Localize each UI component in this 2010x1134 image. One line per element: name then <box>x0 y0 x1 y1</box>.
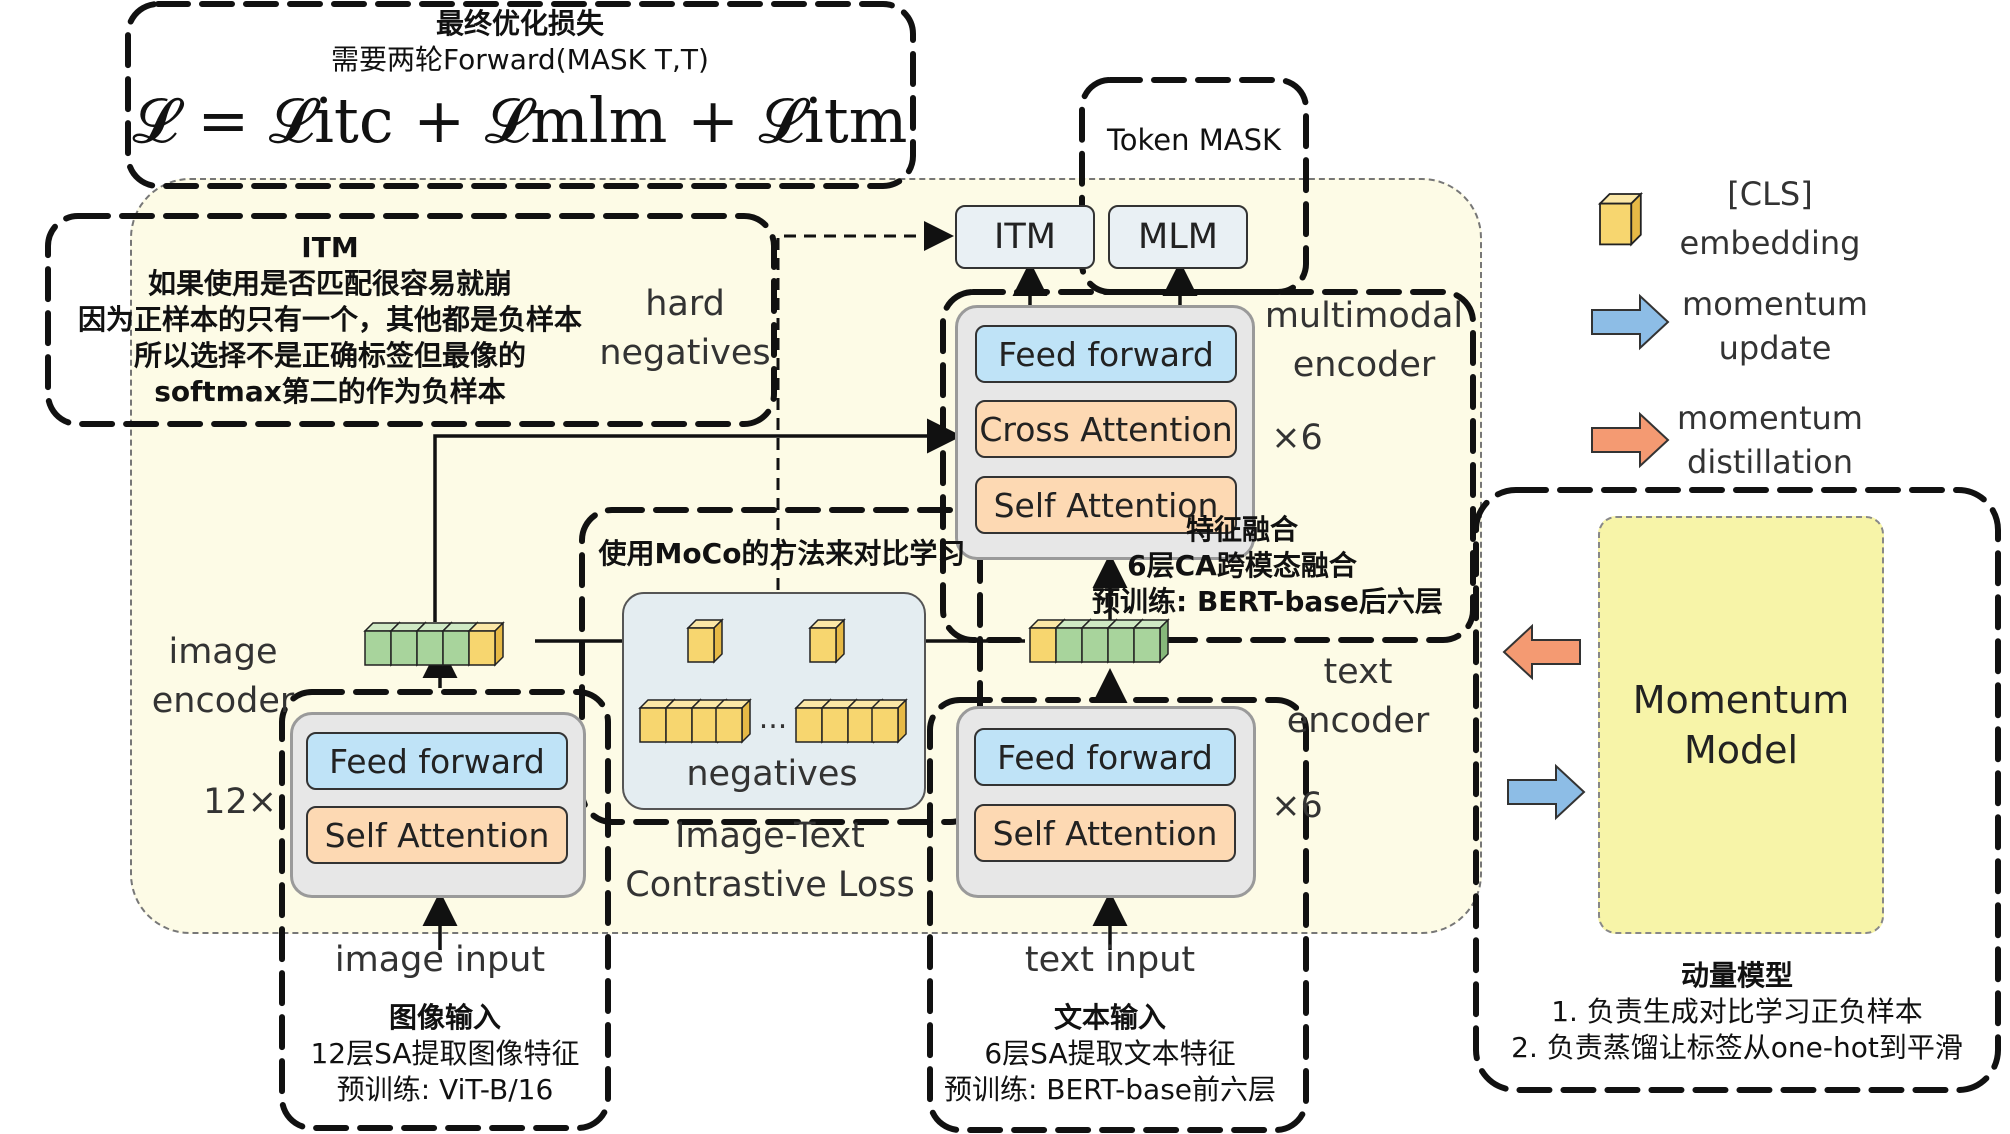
text-input-label: text input <box>1024 940 1196 980</box>
text-encoder-label: text encoder <box>1268 648 1448 746</box>
itm-note-line-2: 因为正样本的只有一个，其他都是负样本 <box>77 303 582 336</box>
text-encoder-repeat: ×6 <box>1271 786 1323 826</box>
mlm-head: MLM <box>1108 205 1248 269</box>
momentum-model-line-1: Momentum <box>1632 678 1850 722</box>
text-encoder-line-1: text <box>1323 652 1393 692</box>
multimodal-repeat: ×6 <box>1271 418 1323 458</box>
negatives-label: negatives <box>686 754 858 794</box>
text-self-attention: Self Attention <box>974 804 1236 862</box>
momentum-note-line-3: 2. 负责蒸馏让标签从one-hot到平滑 <box>1511 1031 1963 1064</box>
momentum-distillation-line-1: momentum <box>1677 399 1863 437</box>
image-input-label: image input <box>334 940 546 980</box>
momentum-update-legend-arrow <box>1591 293 1670 351</box>
image-encoder-repeat: 12× <box>203 782 277 822</box>
momentum-update-arrow <box>1507 763 1586 821</box>
momentum-update-legend-label: momentum update <box>1660 282 1890 370</box>
multimodal-label-line-1: multimodal <box>1264 296 1464 336</box>
image-self-attention: Self Attention <box>306 806 568 864</box>
image-note-line-3: 预训练: ViT-B/16 <box>336 1073 554 1106</box>
loss-formula: 𝓛 = 𝓛itc + 𝓛mlm + 𝓛itm <box>132 84 908 157</box>
image-encoder-frame <box>279 689 611 1131</box>
multimodal-cross-attention: Cross Attention <box>975 400 1237 458</box>
text-note-line-2: 6层SA提取文本特征 <box>984 1037 1236 1070</box>
contrastive-line-1: Image-Text <box>675 816 865 856</box>
momentum-distillation-legend-label: momentum distillation <box>1650 396 1890 484</box>
multimodal-note-line-2: 6层CA跨模态融合 <box>1127 549 1357 582</box>
itm-note: ITM 如果使用是否匹配很容易就崩 因为正样本的只有一个，其他都是负样本 所以选… <box>60 230 600 410</box>
text-feed-forward: Feed forward <box>974 728 1236 786</box>
multimodal-encoder-label: multimodal encoder <box>1264 292 1464 390</box>
momentum-distillation-line-2: distillation <box>1687 443 1853 481</box>
momentum-model-note: 动量模型 1. 负责生成对比学习正负样本 2. 负责蒸馏让标签从one-hot到… <box>1480 958 1994 1066</box>
momentum-note-line-2: 1. 负责生成对比学习正负样本 <box>1551 995 1923 1028</box>
hard-negatives-label: hard negatives <box>598 280 772 378</box>
momentum-distillation-legend-arrow <box>1591 411 1670 469</box>
momentum-update-line-2: update <box>1718 329 1832 367</box>
text-note-line-1: 文本输入 <box>1053 1001 1166 1034</box>
multimodal-note: 特征融合 6层CA跨模态融合 预训练: BERT-base后六层 <box>1092 512 1443 620</box>
momentum-model-frame <box>1473 487 2001 1093</box>
text-note-line-3: 预训练: BERT-base前六层 <box>943 1073 1277 1106</box>
loss-note-subtitle: 需要两轮Forward(MASK T,T) <box>331 43 709 76</box>
itm-note-line-4: softmax第二的作为负样本 <box>154 375 506 408</box>
loss-note-title: 最终优化损失 <box>435 7 604 40</box>
negatives-ellipsis: ... <box>758 701 788 736</box>
token-mask-label: Token MASK <box>1106 123 1281 157</box>
loss-note-frame <box>125 1 916 189</box>
image-input-note: 图像输入 12层SA提取图像特征 预训练: ViT-B/16 <box>280 1000 610 1108</box>
image-note-line-1: 图像输入 <box>388 1001 501 1034</box>
hard-negatives-line-2: negatives <box>599 333 771 373</box>
momentum-distillation-arrow <box>1502 623 1581 681</box>
momentum-model-box: Momentum Model <box>1598 516 1884 934</box>
itm-note-line-1: 如果使用是否匹配很容易就崩 <box>147 267 512 300</box>
contrastive-loss-label: Image-Text Contrastive Loss <box>610 812 930 910</box>
text-encoder-line-2: encoder <box>1286 701 1430 741</box>
itm-note-frame <box>45 213 777 427</box>
multimodal-frame <box>940 289 1476 643</box>
image-encoder-label: image encoder <box>138 628 308 726</box>
image-feed-forward: Feed forward <box>306 732 568 790</box>
multimodal-feed-forward: Feed forward <box>975 325 1237 383</box>
moco-note: 使用MoCo的方法来对比学习 <box>598 537 966 570</box>
multimodal-note-line-3: 预训练: BERT-base后六层 <box>1092 585 1443 618</box>
multimodal-self-attention: Self Attention <box>975 476 1237 534</box>
cls-legend-label: [CLS] embedding <box>1660 170 1880 268</box>
moco-note-frame <box>579 507 983 825</box>
itm-note-title: ITM <box>301 231 359 264</box>
multimodal-label-line-2: encoder <box>1292 345 1436 385</box>
multimodal-note-line-1: 特征融合 <box>1185 513 1298 546</box>
image-encoder-line-1: image <box>168 632 278 672</box>
cls-legend-line-1: [CLS] <box>1727 175 1813 213</box>
text-input-note: 文本输入 6层SA提取文本特征 预训练: BERT-base前六层 <box>920 1000 1300 1108</box>
contrastive-line-2: Contrastive Loss <box>625 865 915 905</box>
itm-head: ITM <box>955 205 1095 269</box>
cls-legend-line-2: embedding <box>1679 224 1861 262</box>
image-note-line-2: 12层SA提取图像特征 <box>310 1037 580 1070</box>
momentum-note-line-1: 动量模型 <box>1680 959 1793 992</box>
hard-negatives-line-1: hard <box>645 284 725 324</box>
itm-note-line-3: 所以选择不是正确标签但最像的 <box>133 339 526 372</box>
momentum-model-line-2: Model <box>1683 728 1799 772</box>
image-encoder-line-2: encoder <box>151 681 295 721</box>
momentum-update-line-1: momentum <box>1682 285 1868 323</box>
